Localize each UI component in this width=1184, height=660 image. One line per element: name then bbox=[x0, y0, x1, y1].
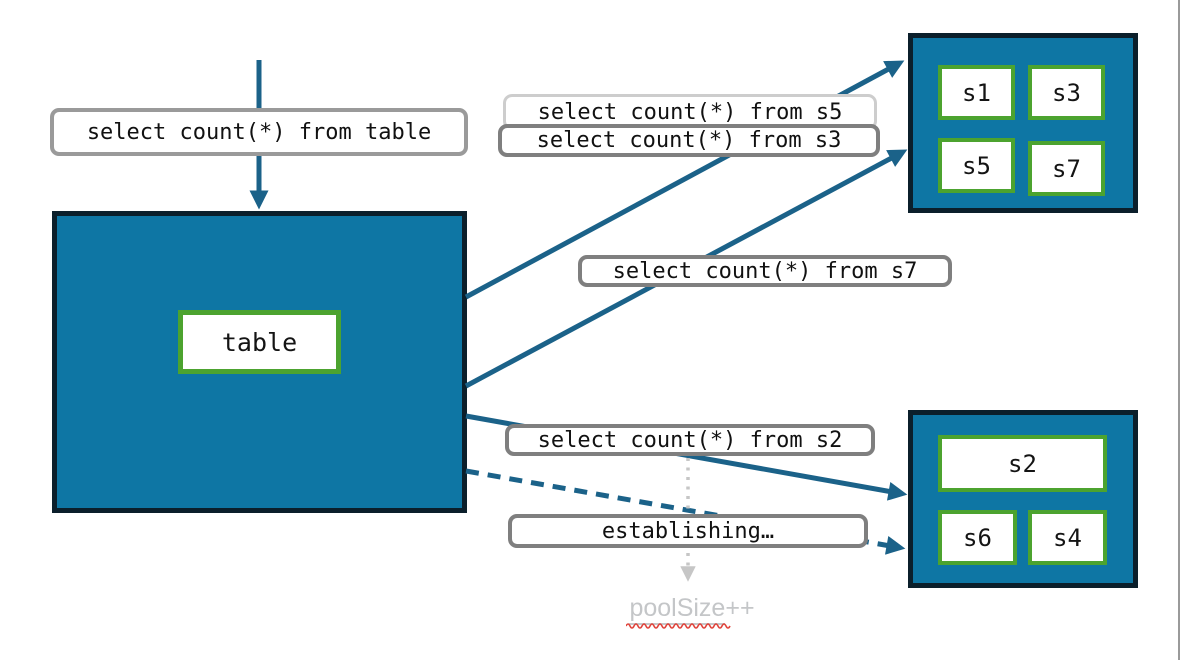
slide-edge-line bbox=[1178, 0, 1180, 660]
query-label-from-table: select count(*) from table bbox=[50, 108, 468, 156]
query-label-establishing: establishing… bbox=[508, 514, 868, 548]
table-node-label: table bbox=[178, 310, 341, 374]
shard-cell-s3: s3 bbox=[1028, 65, 1105, 120]
poolsize-word: poolSize bbox=[629, 594, 726, 625]
poolsize-plus: ++ bbox=[725, 594, 755, 622]
shard-cell-s5: s5 bbox=[938, 138, 1015, 193]
query-label-from-s2: select count(*) from s2 bbox=[505, 424, 875, 456]
shard-cell-s1: s1 bbox=[938, 65, 1015, 120]
shard-cell-s7: s7 bbox=[1028, 141, 1105, 196]
query-label-from-s7: select count(*) from s7 bbox=[578, 255, 952, 287]
shard-cell-s2: s2 bbox=[938, 435, 1107, 492]
shard-cell-s4: s4 bbox=[1028, 510, 1107, 565]
shard-cell-s6: s6 bbox=[938, 510, 1017, 565]
poolsize-annotation: poolSize++ bbox=[600, 594, 784, 625]
query-label-from-s3: select count(*) from s3 bbox=[498, 124, 880, 157]
